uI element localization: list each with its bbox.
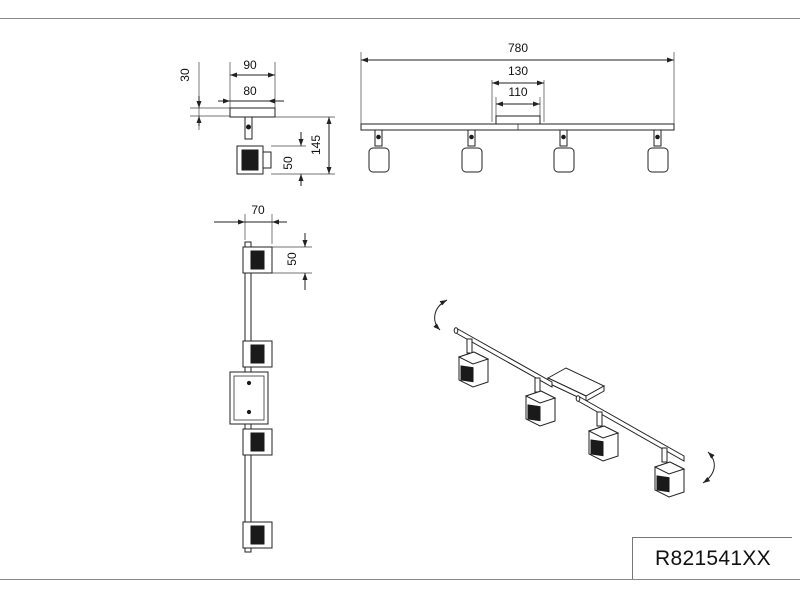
dim-side-head-height: 50 [281,156,295,170]
frame-top-line [0,18,800,19]
frame-bottom-line [0,579,800,580]
product-code-box: R821541XX [632,537,792,579]
side-view: 90 80 30 145 50 [178,58,335,186]
dim-side-base-width: 80 [243,84,257,98]
product-code: R821541XX [655,547,771,570]
dim-top-head-size: 50 [285,252,299,266]
front-view: 780 130 110 [360,41,675,173]
dim-front-canopy-inner: 110 [508,85,527,99]
top-head-1 [242,246,273,274]
rotate-arrow-icon [433,299,448,331]
dim-top-width: 70 [251,203,265,217]
top-head-4 [242,521,273,549]
perspective-view [433,299,715,498]
dim-front-canopy-outer: 130 [508,64,528,78]
dim-side-total-width: 90 [243,58,257,72]
top-head-3 [242,428,273,456]
rotate-arrow-icon [702,451,715,484]
top-view: 70 50 [214,203,312,553]
dim-side-total-height: 145 [309,135,323,155]
dim-front-total-length: 780 [508,41,528,55]
top-head-2 [242,340,273,368]
dim-side-base-height: 30 [178,68,192,82]
